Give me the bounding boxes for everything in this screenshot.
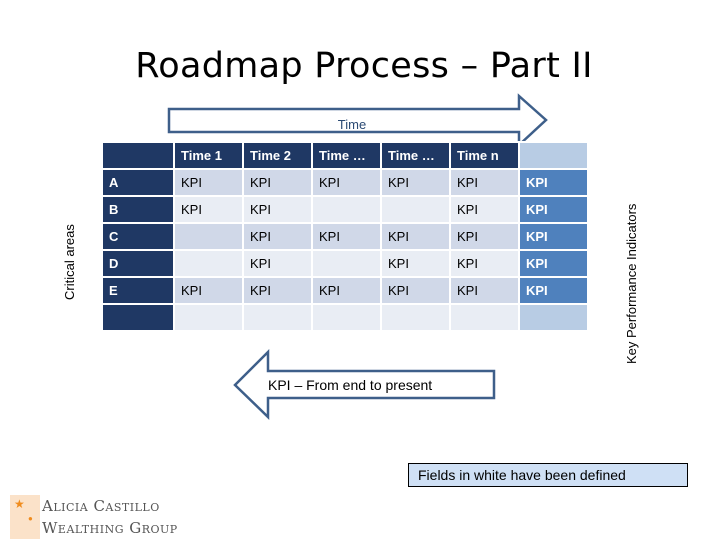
- table-cell: KPI: [311, 222, 382, 251]
- table-cell: KPI: [380, 276, 451, 305]
- row-label: [101, 303, 175, 332]
- table-row: [101, 303, 589, 332]
- header-kpi: [518, 141, 589, 170]
- table-cell: KPI: [449, 249, 520, 278]
- table-cell: [380, 195, 451, 224]
- table-cell: KPI: [242, 195, 313, 224]
- kpi-cell: KPI: [518, 222, 589, 251]
- table-cell: [173, 303, 244, 332]
- table-cell: [173, 222, 244, 251]
- header-row: Time 1 Time 2 Time … Time … Time n: [101, 141, 589, 170]
- logo-line-2: Wealthing Group: [42, 519, 178, 537]
- table-cell: [173, 249, 244, 278]
- table-cell: KPI: [242, 168, 313, 197]
- time-arrow: [167, 93, 548, 148]
- dot-icon: ●: [28, 514, 33, 523]
- header-corner: [101, 141, 175, 170]
- table-cell: KPI: [173, 195, 244, 224]
- time-arrow-label: Time: [337, 117, 367, 132]
- table-row: B KPI KPI KPI KPI: [101, 195, 589, 224]
- critical-areas-label: Critical areas: [62, 224, 77, 300]
- back-arrow: [233, 348, 496, 420]
- table-cell: KPI: [242, 222, 313, 251]
- header-time-3: Time …: [311, 141, 382, 170]
- table-cell: KPI: [173, 276, 244, 305]
- table-row: A KPI KPI KPI KPI KPI KPI: [101, 168, 589, 197]
- header-time-n: Time n: [449, 141, 520, 170]
- header-time-2: Time 2: [242, 141, 313, 170]
- table-cell: KPI: [380, 249, 451, 278]
- header-time-4: Time …: [380, 141, 451, 170]
- kpi-cell: KPI: [518, 276, 589, 305]
- back-arrow-label: KPI – From end to present: [268, 377, 433, 393]
- slide-title: Roadmap Process – Part II: [135, 46, 593, 86]
- row-label: D: [101, 249, 175, 278]
- note-box: Fields in white have been defined: [408, 463, 688, 487]
- table-cell: KPI: [380, 168, 451, 197]
- logo-line-1: Alicia Castillo: [42, 497, 160, 515]
- table-cell: KPI: [449, 195, 520, 224]
- table-row: E KPI KPI KPI KPI KPI KPI: [101, 276, 589, 305]
- table-cell: [449, 303, 520, 332]
- row-label: A: [101, 168, 175, 197]
- table-cell: KPI: [311, 276, 382, 305]
- star-icon: ★: [14, 497, 25, 511]
- kpi-cell: KPI: [518, 195, 589, 224]
- table-cell: KPI: [242, 276, 313, 305]
- table-cell: KPI: [380, 222, 451, 251]
- table-cell: KPI: [173, 168, 244, 197]
- table-cell: [380, 303, 451, 332]
- table-cell: KPI: [449, 222, 520, 251]
- kpi-cell: KPI: [518, 249, 589, 278]
- table-cell: KPI: [311, 168, 382, 197]
- table-cell: [311, 195, 382, 224]
- table-cell: KPI: [449, 168, 520, 197]
- table-cell: KPI: [449, 276, 520, 305]
- table-cell: [311, 303, 382, 332]
- kpi-axis-label: Key Performance Indicators: [624, 203, 639, 364]
- table-cell: KPI: [242, 249, 313, 278]
- logo-mark: [10, 495, 40, 539]
- kpi-cell: [518, 303, 589, 332]
- row-label: E: [101, 276, 175, 305]
- roadmap-table: Time 1 Time 2 Time … Time … Time n A KPI…: [101, 141, 589, 332]
- table-row: D KPI KPI KPI KPI: [101, 249, 589, 278]
- row-label: B: [101, 195, 175, 224]
- header-time-1: Time 1: [173, 141, 244, 170]
- row-label: C: [101, 222, 175, 251]
- kpi-cell: KPI: [518, 168, 589, 197]
- table-cell: [311, 249, 382, 278]
- table-cell: [242, 303, 313, 332]
- table-row: C KPI KPI KPI KPI KPI: [101, 222, 589, 251]
